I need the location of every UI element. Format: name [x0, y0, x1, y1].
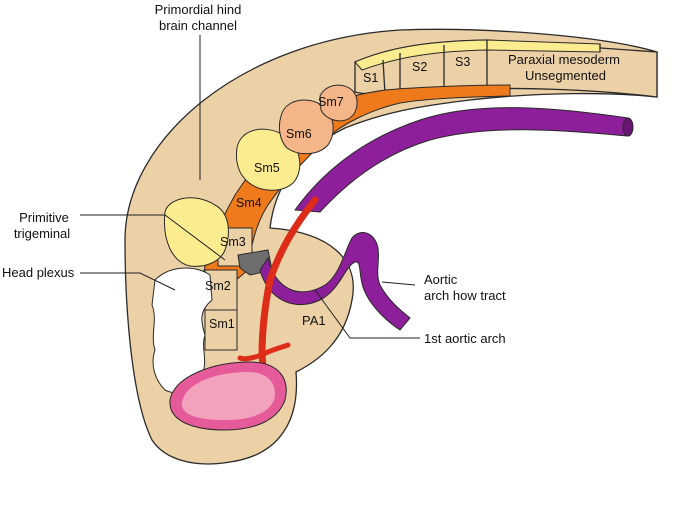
label-sm6: Sm6 — [286, 127, 312, 141]
label-s2: S2 — [412, 60, 427, 74]
sm6-shape — [278, 99, 334, 155]
label-aortic-line2: arch how tract — [424, 288, 506, 303]
label-sm7: Sm7 — [318, 95, 344, 109]
label-sm1: Sm1 — [209, 317, 235, 331]
label-sm3: Sm3 — [220, 235, 246, 249]
label-primordial-hind-line1: Primordial hind — [155, 2, 242, 17]
artery-branch-2 — [237, 352, 265, 362]
label-sm4: Sm4 — [236, 196, 262, 210]
sm7-shape — [319, 84, 358, 122]
label-primitive-line1: Primitive — [19, 210, 69, 225]
label-paraxial-line2: Unsegmented — [525, 68, 606, 83]
label-pa1: PA1 — [302, 313, 326, 328]
label-primitive-line2: trigeminal — [14, 226, 70, 241]
label-sm2: Sm2 — [205, 279, 231, 293]
label-paraxial-line1: Paraxial mesoderm — [508, 52, 620, 67]
label-s1: S1 — [363, 71, 378, 85]
label-sm5: Sm5 — [254, 161, 280, 175]
heart-inner — [181, 372, 275, 420]
label-aortic-line1: Aortic — [424, 272, 458, 287]
label-primordial-hind-line2: brain channel — [159, 18, 237, 33]
primitive-trigeminal — [163, 197, 229, 267]
aortic-arch-outflow — [259, 232, 411, 331]
label-head-plexus: Head plexus — [2, 265, 75, 280]
label-first-aortic-arch: 1st aortic arch — [424, 331, 506, 346]
label-s3: S3 — [455, 55, 470, 69]
